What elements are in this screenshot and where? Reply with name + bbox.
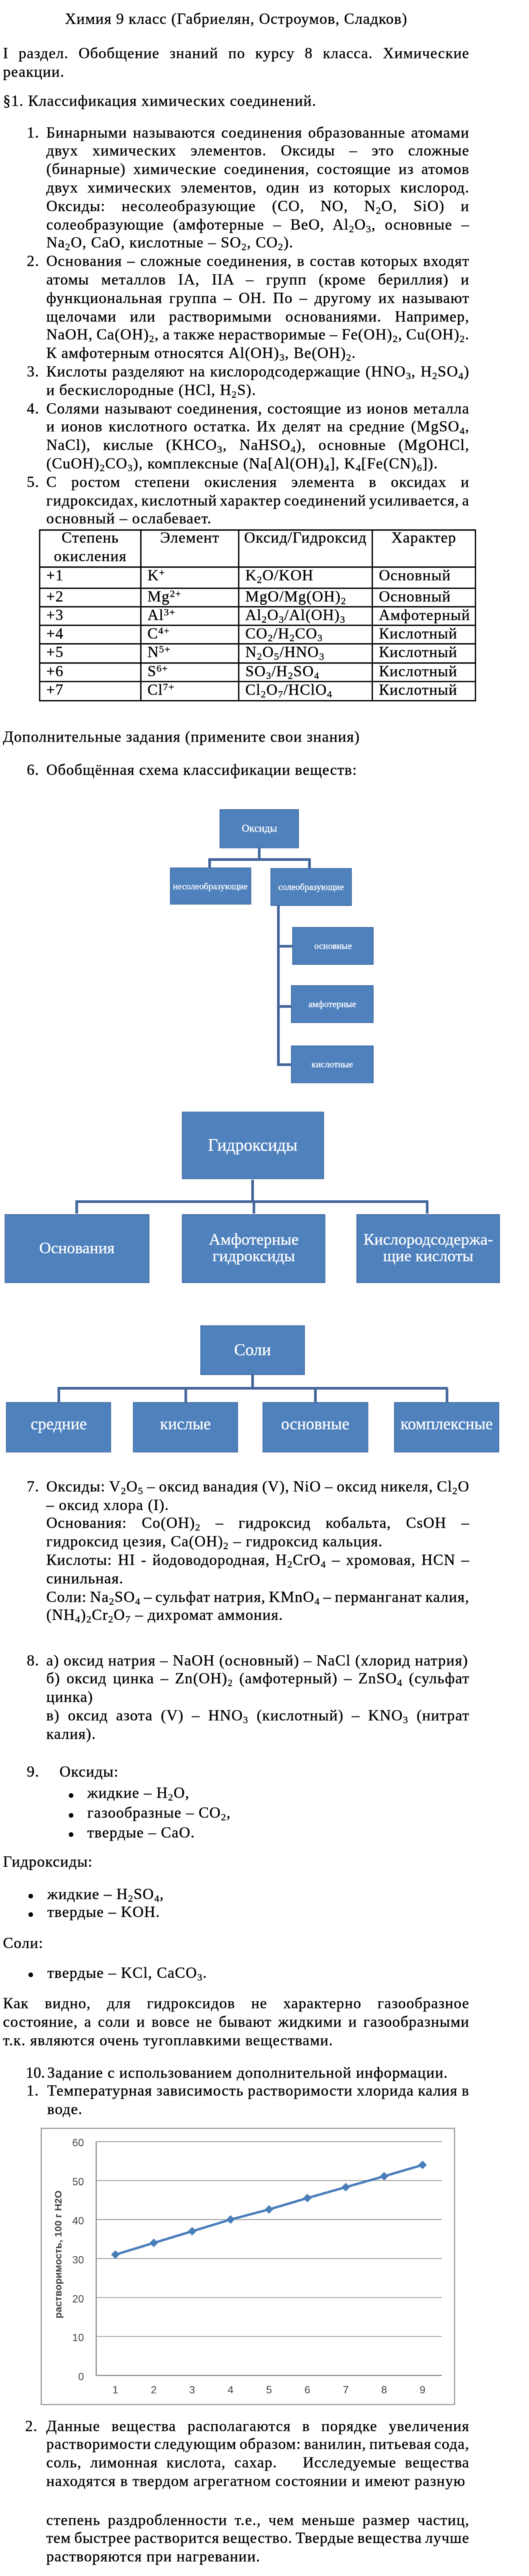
svg-text:6: 6 [304,2385,310,2396]
svg-text:1: 1 [112,2385,118,2396]
svg-text:60: 60 [72,2138,84,2149]
svg-text:4: 4 [227,2385,233,2396]
svg-text:7: 7 [343,2385,348,2396]
svg-text:30: 30 [72,2254,84,2266]
svg-text:0: 0 [78,2372,84,2383]
svg-text:9: 9 [420,2385,426,2396]
svg-text:8: 8 [381,2385,387,2396]
svg-text:2: 2 [151,2385,157,2396]
svg-text:50: 50 [72,2177,84,2188]
svg-text:40: 40 [72,2216,84,2227]
svg-text:растворимость, 100 г H2O: растворимость, 100 г H2O [53,2190,64,2319]
svg-text:10: 10 [72,2332,84,2344]
svg-text:20: 20 [72,2293,84,2305]
svg-text:5: 5 [266,2385,272,2396]
svg-text:3: 3 [189,2385,195,2396]
